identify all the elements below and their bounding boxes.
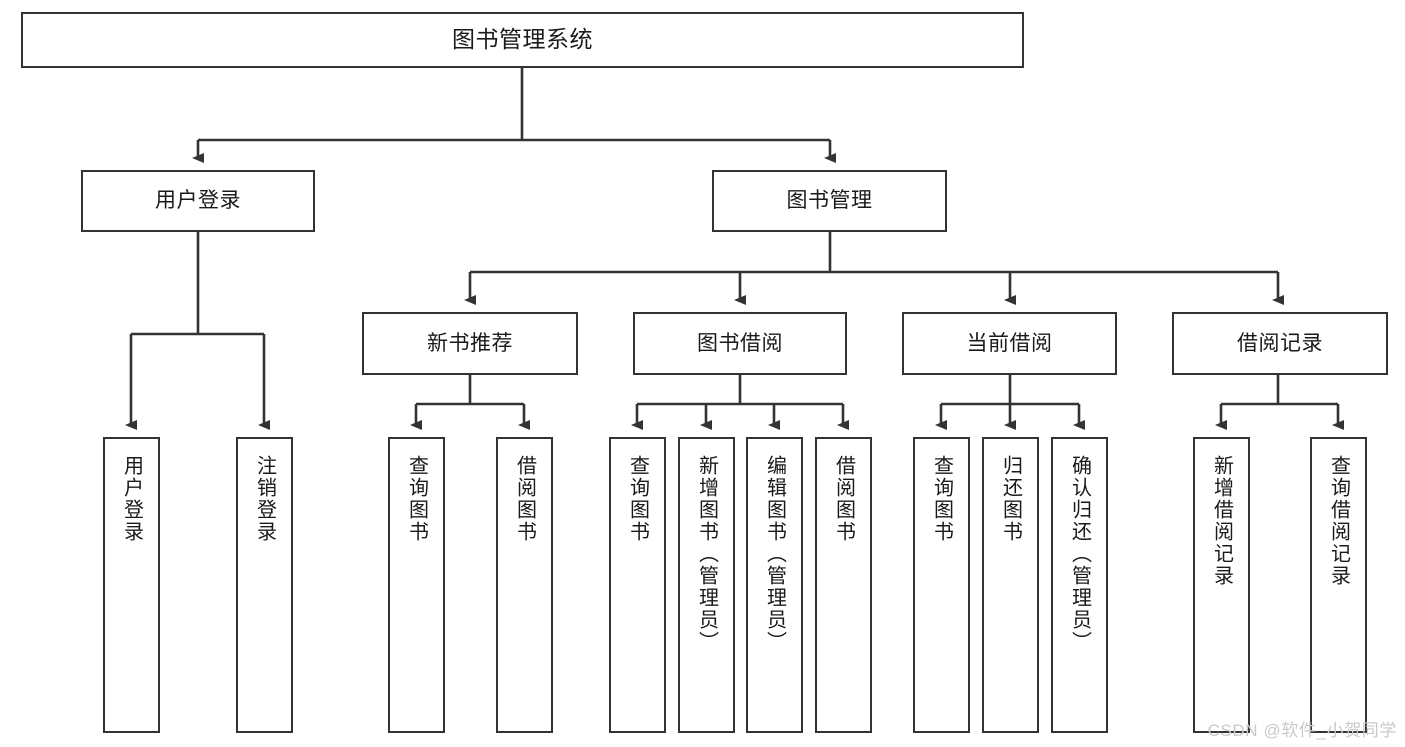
node-label: 借阅图书 xyxy=(832,455,855,543)
leaf-return-book[interactable]: 归还图书 xyxy=(982,437,1039,733)
node-label: 新书推荐 xyxy=(427,331,513,355)
node-label: 确认归还（管理员） xyxy=(1068,455,1091,653)
watermark: CSDN @软件_小贺同学 xyxy=(1207,721,1397,740)
node-label: 查询图书 xyxy=(405,455,428,543)
node-book-management[interactable]: 图书管理 xyxy=(712,170,947,232)
leaf-query-book-borrow[interactable]: 查询图书 xyxy=(609,437,666,733)
node-label: 查询图书 xyxy=(626,455,649,543)
leaf-edit-book-admin[interactable]: 编辑图书（管理员） xyxy=(746,437,803,733)
node-current-borrow[interactable]: 当前借阅 xyxy=(902,312,1117,375)
leaf-add-book-admin[interactable]: 新增图书（管理员） xyxy=(678,437,735,733)
node-label: 查询借阅记录 xyxy=(1327,455,1350,587)
node-label: 归还图书 xyxy=(999,455,1022,543)
leaf-query-borrow-record[interactable]: 查询借阅记录 xyxy=(1310,437,1367,733)
leaf-logout[interactable]: 注销登录 xyxy=(236,437,293,733)
node-new-book-recommend[interactable]: 新书推荐 xyxy=(362,312,578,375)
leaf-confirm-return-admin[interactable]: 确认归还（管理员） xyxy=(1051,437,1108,733)
node-label: 借阅记录 xyxy=(1237,331,1323,355)
node-label: 新增图书（管理员） xyxy=(695,455,718,653)
leaf-borrow-book[interactable]: 借阅图书 xyxy=(815,437,872,733)
leaf-borrow-book-recommend[interactable]: 借阅图书 xyxy=(496,437,553,733)
leaf-query-book-recommend[interactable]: 查询图书 xyxy=(388,437,445,733)
node-root-system[interactable]: 图书管理系统 xyxy=(21,12,1024,68)
node-label: 注销登录 xyxy=(253,455,276,543)
leaf-add-borrow-record[interactable]: 新增借阅记录 xyxy=(1193,437,1250,733)
node-label: 用户登录 xyxy=(120,455,143,543)
leaf-user-login[interactable]: 用户登录 xyxy=(103,437,160,733)
node-label: 图书管理 xyxy=(786,189,873,213)
node-label: 编辑图书（管理员） xyxy=(763,455,786,653)
node-user-login[interactable]: 用户登录 xyxy=(81,170,315,232)
node-label: 用户登录 xyxy=(155,189,241,213)
node-label: 图书管理系统 xyxy=(452,26,593,53)
node-label: 当前借阅 xyxy=(966,331,1053,355)
node-label: 查询图书 xyxy=(930,455,953,543)
node-book-borrow[interactable]: 图书借阅 xyxy=(633,312,847,375)
node-borrow-record[interactable]: 借阅记录 xyxy=(1172,312,1388,375)
node-label: 图书借阅 xyxy=(697,331,783,355)
node-label: 新增借阅记录 xyxy=(1210,455,1233,587)
node-label: 借阅图书 xyxy=(513,455,536,543)
leaf-query-book-current[interactable]: 查询图书 xyxy=(913,437,970,733)
